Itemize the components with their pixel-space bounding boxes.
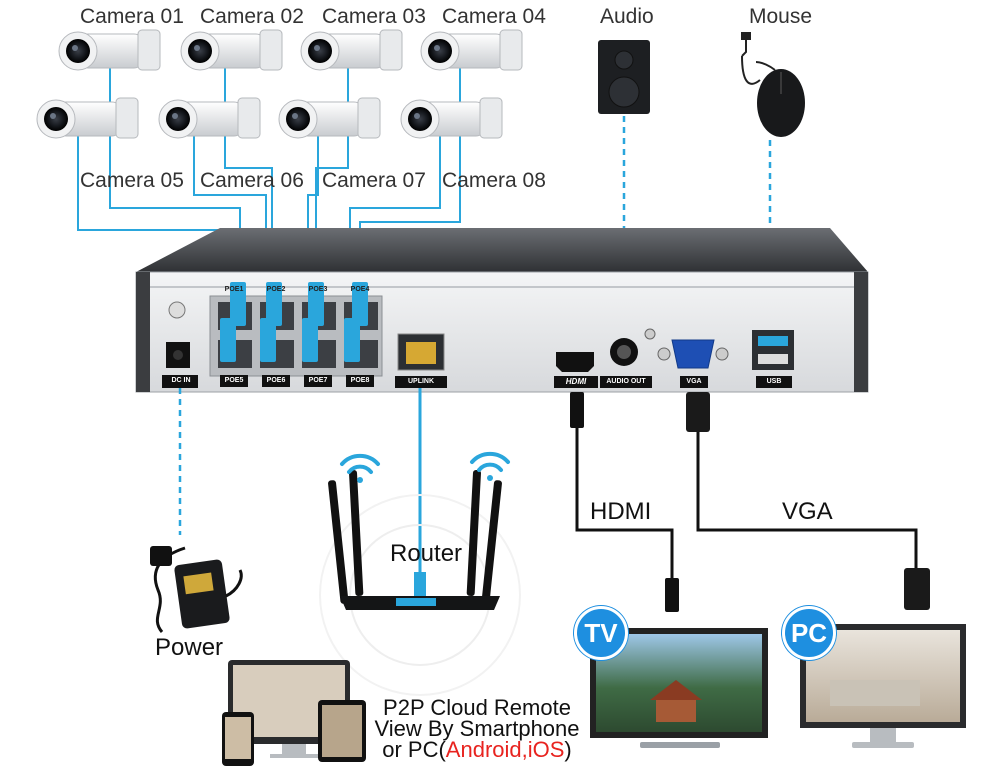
vga-cable-label: VGA xyxy=(782,498,833,525)
pc-monitor-icon xyxy=(800,624,966,748)
hdmi-cable-label: HDMI xyxy=(590,498,652,525)
mouse-label: Mouse xyxy=(749,5,813,28)
usb-port xyxy=(752,330,794,388)
camera-07-icon xyxy=(278,97,381,139)
dc-in-port xyxy=(162,301,198,388)
camera-02-label: Camera 02 xyxy=(200,5,304,28)
p2p-line-3-suffix: ) xyxy=(564,737,572,762)
poe-plugs xyxy=(220,282,368,362)
nvr-unit xyxy=(135,228,869,393)
camera-04-label: Camera 04 xyxy=(442,5,546,28)
poe3-label: POE3 xyxy=(308,286,328,293)
power-label: Power xyxy=(155,634,224,661)
poe2-label: POE2 xyxy=(266,286,286,293)
audio-label: Audio xyxy=(600,5,654,28)
p2p-platforms: Android,iOS xyxy=(445,737,565,762)
p2p-line-3: or PC(Android,iOS) xyxy=(367,737,587,762)
p2p-line-2: View By Smartphone xyxy=(374,716,580,741)
vga-port xyxy=(657,339,729,388)
power-adapter-icon xyxy=(150,546,243,633)
hdmi-port-label: HDMI xyxy=(565,377,587,386)
camera-01-icon xyxy=(58,29,161,71)
camera-01-label: Camera 01 xyxy=(80,5,184,28)
camera-06-label: Camera 06 xyxy=(200,169,304,192)
camera-08-icon xyxy=(400,97,503,139)
poe8-label: POE8 xyxy=(350,377,370,384)
hdmi-cable xyxy=(570,392,679,612)
poe6-label: POE6 xyxy=(266,377,286,384)
wifi-right-icon xyxy=(470,451,510,481)
p2p-line-1: P2P Cloud Remote xyxy=(383,695,571,720)
p2p-line-3-prefix: or PC( xyxy=(382,737,446,762)
uplink-port xyxy=(395,333,447,388)
poe7-label: POE7 xyxy=(308,377,328,384)
camera-04-icon xyxy=(420,29,523,71)
poe4-label: POE4 xyxy=(350,286,370,293)
p2p-caption: P2P Cloud Remote View By Smartphone or P… xyxy=(367,695,587,762)
hdmi-port xyxy=(554,352,598,388)
camera-05-icon xyxy=(36,97,139,139)
audio-out-port xyxy=(600,328,656,388)
camera-06-icon xyxy=(158,97,261,139)
camera-08-label: Camera 08 xyxy=(442,169,546,192)
camera-group xyxy=(36,29,523,139)
tv-icon xyxy=(590,628,768,748)
devices-icon xyxy=(222,660,366,766)
camera-03-label: Camera 03 xyxy=(322,5,426,28)
poe5-label: POE5 xyxy=(224,377,244,384)
tv-badge: TV xyxy=(574,606,628,660)
router-label: Router xyxy=(390,540,463,567)
poe-label-plates xyxy=(220,375,374,387)
uplink-label: UPLINK xyxy=(407,378,435,385)
wifi-left-icon xyxy=(340,453,380,483)
pc-badge: PC xyxy=(782,606,836,660)
vga-cable xyxy=(686,392,930,610)
camera-05-label: Camera 05 xyxy=(80,169,184,192)
audio-out-label: AUDIO OUT xyxy=(606,378,646,385)
speaker-icon xyxy=(598,40,650,114)
poe1-label: POE1 xyxy=(224,286,244,293)
camera-03-icon xyxy=(300,29,403,71)
vga-port-label: VGA xyxy=(686,378,702,385)
camera-07-label: Camera 07 xyxy=(322,169,426,192)
router-icon xyxy=(319,470,521,696)
camera-02-icon xyxy=(180,29,283,71)
usb-port-label: USB xyxy=(766,378,782,385)
dc-in-label: DC IN xyxy=(171,377,191,384)
mouse-icon xyxy=(741,32,805,137)
